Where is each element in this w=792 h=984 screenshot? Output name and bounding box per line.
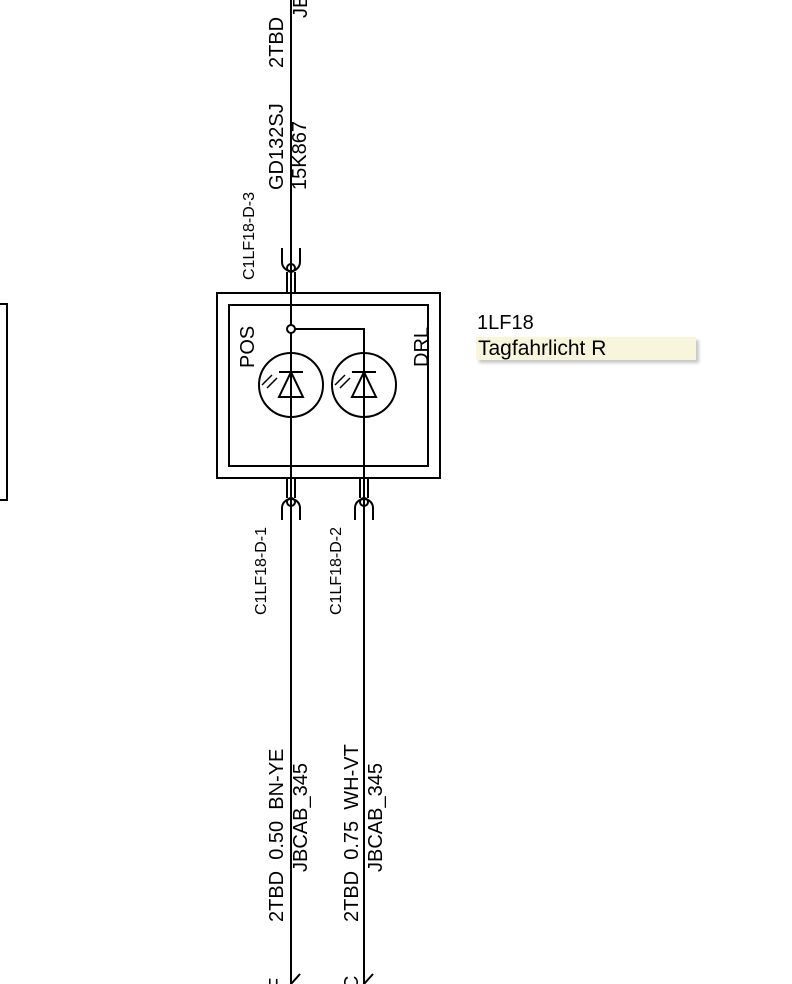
wire-end-marker (363, 973, 374, 984)
wire-end-label-1: F (266, 978, 288, 984)
wire-spec-2: 2TBD 0.75 WH-VT (341, 744, 363, 922)
top-wire-code: GD132SJ (266, 103, 288, 190)
wire-end-label-2: C (341, 976, 363, 984)
wire-spec-1: 2TBD 0.50 BN-YE (266, 749, 288, 922)
wire-end-marker (290, 973, 301, 984)
led-pos-icon (258, 352, 324, 418)
component-id: 1LF18 (477, 312, 534, 334)
top-wire-harness: JB (290, 0, 312, 18)
led-drl-icon (331, 352, 397, 418)
connector-label-d3: C1LF18-D-3 (241, 192, 258, 280)
internal-wiring (286, 324, 365, 525)
wire-harness-2: JBCAB_345 (365, 763, 387, 872)
connector-label-d1: C1LF18-D-1 (253, 527, 270, 615)
component-inner-box (228, 304, 429, 467)
top-wire-tbd: 2TBD (266, 17, 288, 68)
top-wire-part: 15K867 (289, 121, 311, 190)
component-outer-box[interactable] (216, 292, 441, 479)
connector-d3[interactable] (281, 248, 301, 293)
adjacent-component-box (0, 303, 8, 501)
wire-harness-1: JBCAB_345 (290, 763, 312, 872)
component-name-tag[interactable]: Tagfahrlicht R (476, 337, 696, 360)
pin-label-pos: POS (237, 326, 259, 368)
connector-d2[interactable] (354, 478, 374, 520)
pin-label-drl: DRL (411, 327, 433, 367)
connector-d1[interactable] (281, 478, 301, 520)
connector-label-d2: C1LF18-D-2 (328, 527, 345, 615)
